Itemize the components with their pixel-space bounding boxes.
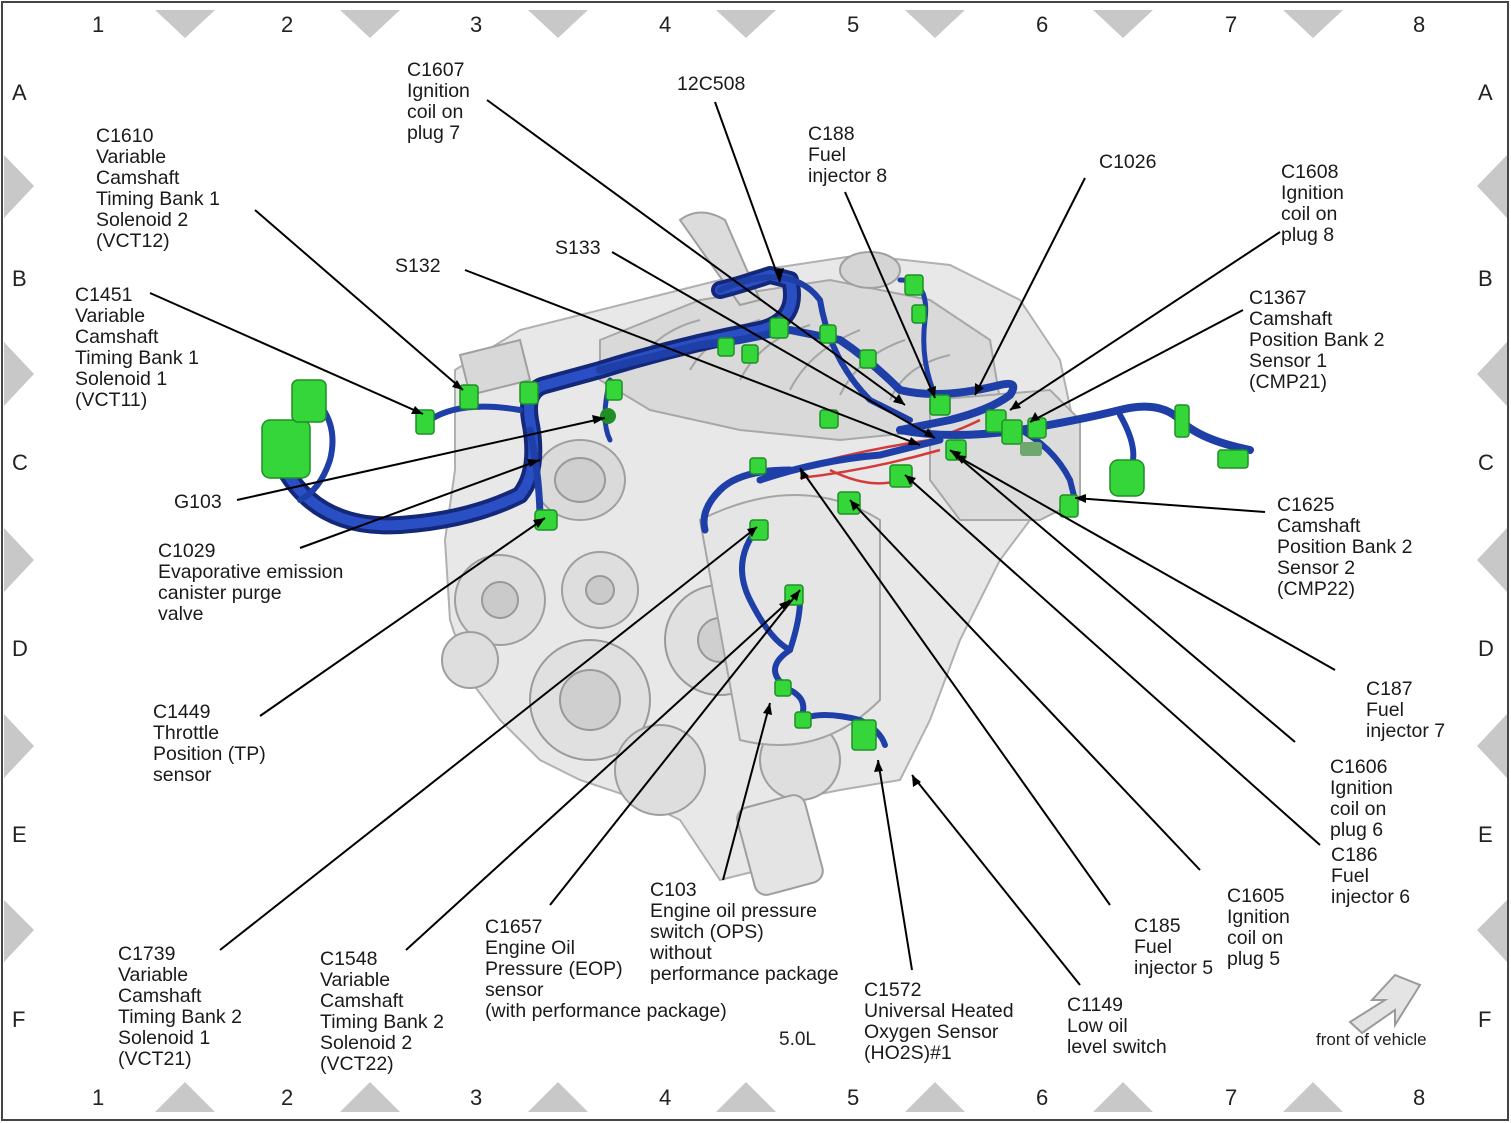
grid-row-right-e: E [1478, 822, 1493, 847]
label-c1625: C1625 Camshaft Position Bank 2 Sensor 2 … [1277, 494, 1413, 600]
grid-row-right-b: B [1478, 266, 1493, 291]
grid-row-left-d: D [12, 636, 28, 661]
label-c1451: C1451 Variable Camshaft Timing Bank 1 So… [75, 284, 199, 411]
label-c1367: C1367 Camshaft Position Bank 2 Sensor 1 … [1249, 287, 1385, 393]
grid-row-right-c: C [1478, 450, 1494, 475]
grid-col-bottom-2: 2 [281, 1085, 294, 1110]
grid-col-bottom-8: 8 [1413, 1085, 1426, 1110]
label-c185: C185 Fuel injector 5 [1134, 915, 1214, 979]
label-s133: S133 [555, 237, 601, 259]
label-s132: S132 [395, 255, 441, 277]
front-arrow-icon [1348, 973, 1422, 1035]
grid-row-left-c: C [12, 450, 28, 475]
grid-col-top-2: 2 [281, 12, 294, 37]
grid-col-bottom-1: 1 [92, 1085, 105, 1110]
label-c1605: C1605 Ignition coil on plug 5 [1227, 885, 1290, 970]
grid-markers-right [1477, 155, 1507, 962]
label-c1029: C1029 Evaporative emission canister purg… [158, 540, 344, 625]
leader-lines [149, 99, 1336, 986]
grid-col-bottom-5: 5 [847, 1085, 860, 1110]
connectors [261, 274, 1249, 751]
label-c188: C188 Fuel injector 8 [808, 123, 888, 187]
engine-illustration [441, 211, 1081, 896]
grid-col-top-1: 1 [92, 12, 105, 37]
label-12c508: 12C508 [677, 73, 746, 95]
grid-col-bottom-3: 3 [470, 1085, 483, 1110]
label-c1739: C1739 Variable Camshaft Timing Bank 2 So… [118, 943, 242, 1070]
grid-row-right-a: A [1478, 80, 1493, 105]
label-c1026: C1026 [1099, 151, 1157, 173]
label-c1572: C1572 Universal Heated Oxygen Sensor (HO… [864, 979, 1014, 1064]
label-c1607: C1607 Ignition coil on plug 7 [407, 59, 470, 144]
arrowheads [411, 268, 1086, 787]
grid-markers-left [4, 155, 34, 962]
grid-row-left-a: A [12, 80, 27, 105]
grid-col-top-8: 8 [1413, 12, 1426, 37]
grid-col-top-6: 6 [1036, 12, 1049, 37]
label-c187: C187 Fuel injector 7 [1366, 678, 1446, 742]
label-c1657: C1657 Engine Oil Pressure (EOP) sensor (… [485, 916, 727, 1022]
grid-col-bottom-4: 4 [659, 1085, 672, 1110]
grid-markers-top [155, 10, 1343, 38]
label-g103: G103 [174, 491, 222, 513]
engine-size-label: 5.0L [779, 1029, 816, 1050]
front-of-vehicle-label: front of vehicle [1316, 1030, 1427, 1049]
label-c103: C103 Engine oil pressure switch (OPS) wi… [650, 879, 839, 985]
grid-row-left-e: E [12, 822, 27, 847]
grid-row-left-b: B [12, 266, 27, 291]
grid-col-bottom-6: 6 [1036, 1085, 1049, 1110]
grid-row-right-d: D [1478, 636, 1494, 661]
grid-col-top-7: 7 [1225, 12, 1238, 37]
grid-row-left-f: F [12, 1007, 26, 1032]
label-c1548: C1548 Variable Camshaft Timing Bank 2 So… [320, 948, 444, 1075]
grid-col-top-5: 5 [847, 12, 860, 37]
grid-row-right-f: F [1478, 1007, 1492, 1032]
grid-col-bottom-7: 7 [1225, 1085, 1238, 1110]
label-c186: C186 Fuel injector 6 [1331, 844, 1411, 908]
label-c1449: C1449 Throttle Position (TP) sensor [153, 701, 266, 786]
label-c1606: C1606 Ignition coil on plug 6 [1330, 756, 1393, 841]
label-c1608: C1608 Ignition coil on plug 8 [1281, 161, 1344, 246]
grid-col-top-4: 4 [659, 12, 672, 37]
label-c1610: C1610 Variable Camshaft Timing Bank 1 So… [96, 125, 220, 252]
label-c1149: C1149 Low oil level switch [1067, 994, 1167, 1058]
grid-markers-bottom [155, 1082, 1343, 1112]
grid-col-top-3: 3 [470, 12, 483, 37]
